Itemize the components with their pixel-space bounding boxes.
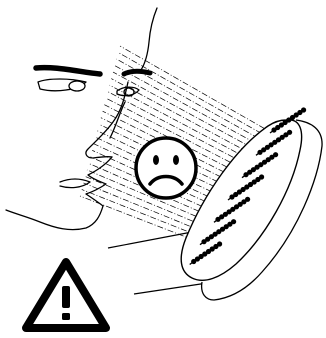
warning-exclamation-bar [62,286,70,308]
face-chin-line [6,206,103,230]
face-far-pupil [69,81,85,91]
face-nose-line [86,82,128,158]
sad-face-eye-right [173,155,179,165]
face-profile-outline [6,8,157,230]
spray-line [120,46,274,134]
spray-line [118,53,271,139]
face-cheek-line [110,102,125,138]
face-mouth [60,179,90,188]
spray-line [80,196,204,244]
showerhead [108,107,322,300]
warning-exclamation-dot [62,313,70,320]
eyebrow-left [36,68,100,74]
sad-face-icon [136,138,196,198]
sad-face-eye-left [153,155,159,165]
face-forehead-line [141,8,157,70]
sad-face-circle [136,138,196,198]
spray-line [117,59,268,144]
showerhead-handle-top [108,232,192,248]
warning-triangle-icon [26,262,106,328]
